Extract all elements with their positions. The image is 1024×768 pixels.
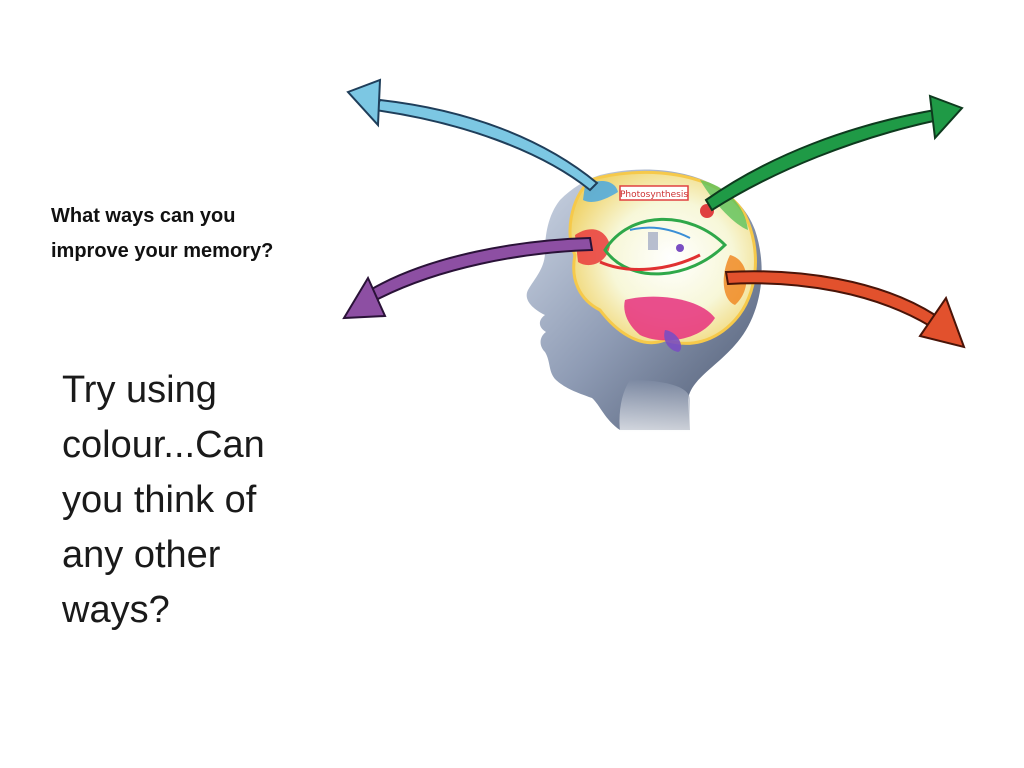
question-line-1: What ways can you — [51, 205, 236, 227]
green-arrow — [704, 94, 964, 212]
photosynthesis-label: Photosynthesis — [620, 190, 688, 200]
slide-body-text: Try using colour...Can you think of any … — [62, 363, 322, 638]
body-line-2: colour...Can — [62, 424, 265, 466]
red-flow-arrow — [599, 253, 701, 271]
figure-icon — [648, 232, 658, 250]
body-line-3: you think of — [62, 479, 257, 521]
molecule-icon — [676, 244, 684, 252]
photosynthesis-label-box — [619, 185, 689, 201]
question-line-2: improve your memory? — [51, 240, 274, 262]
body-line-4: any other — [62, 534, 221, 576]
body-line-1: Try using — [62, 369, 217, 411]
leaf-outline — [603, 217, 728, 276]
body-line-5: ways? — [62, 589, 170, 631]
blue-flow-arrow — [629, 226, 691, 239]
brain-purple-stem — [664, 330, 682, 352]
brain-green-lobe — [700, 180, 748, 230]
brain-pink-cerebellum — [624, 296, 715, 341]
orange-arrow — [724, 270, 966, 349]
purple-arrow — [342, 236, 594, 320]
blue-arrow — [346, 78, 599, 192]
neck-shading — [619, 380, 690, 432]
slide-question: What ways can you improve your memory? — [51, 199, 351, 269]
